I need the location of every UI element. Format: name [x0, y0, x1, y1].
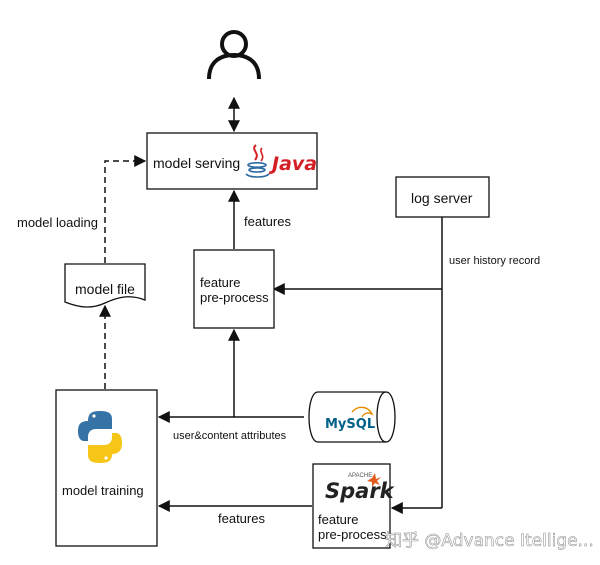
log-server-label: log server	[411, 190, 473, 206]
spark-logo-text: Spark	[325, 479, 396, 503]
spark-logo-icon: APACHE Spark	[325, 473, 396, 503]
model-file-node: model file	[64, 263, 146, 308]
spark-preprocess-node: APACHE Spark feature pre-process	[312, 463, 396, 549]
feature-preprocess-top-line1: feature	[200, 275, 240, 290]
mysql-logo-icon: MySQL	[325, 406, 375, 432]
spark-preprocess-line2: pre-process	[318, 527, 387, 542]
feature-preprocess-top-node: feature pre-process	[193, 249, 275, 329]
spark-apache-text: APACHE	[348, 473, 372, 479]
model-file-label: model file	[75, 281, 135, 297]
python-logo-icon	[78, 411, 122, 463]
java-logo-text: Java	[268, 153, 317, 175]
model-loading-arrow	[104, 155, 147, 263]
feature-preprocess-top-line2: pre-process	[200, 290, 269, 305]
model-serving-label: model serving	[153, 155, 240, 171]
features-top-label: features	[244, 214, 291, 229]
document-icon	[64, 263, 146, 308]
mysql-to-preprocess-arrow	[228, 328, 304, 418]
model-training-label: model training	[62, 483, 144, 498]
watermark-text: 知乎 @Advance Itellige...	[385, 531, 594, 551]
model-serving-node: model serving Java	[146, 132, 318, 190]
model-loading-label: model loading	[17, 215, 98, 230]
features-bottom-label: features	[218, 511, 265, 526]
mysql-node: MySQL	[308, 391, 396, 443]
java-logo-icon: Java	[245, 144, 317, 178]
user-content-attributes-label: user&content attributes	[173, 430, 287, 442]
model-training-node: model training	[55, 389, 158, 547]
spark-preprocess-line1: feature	[318, 512, 358, 527]
mysql-logo-text: MySQL	[325, 417, 375, 432]
user-icon	[207, 30, 261, 80]
log-server-node: log server	[395, 176, 490, 218]
user-history-label: user history record	[449, 255, 540, 267]
